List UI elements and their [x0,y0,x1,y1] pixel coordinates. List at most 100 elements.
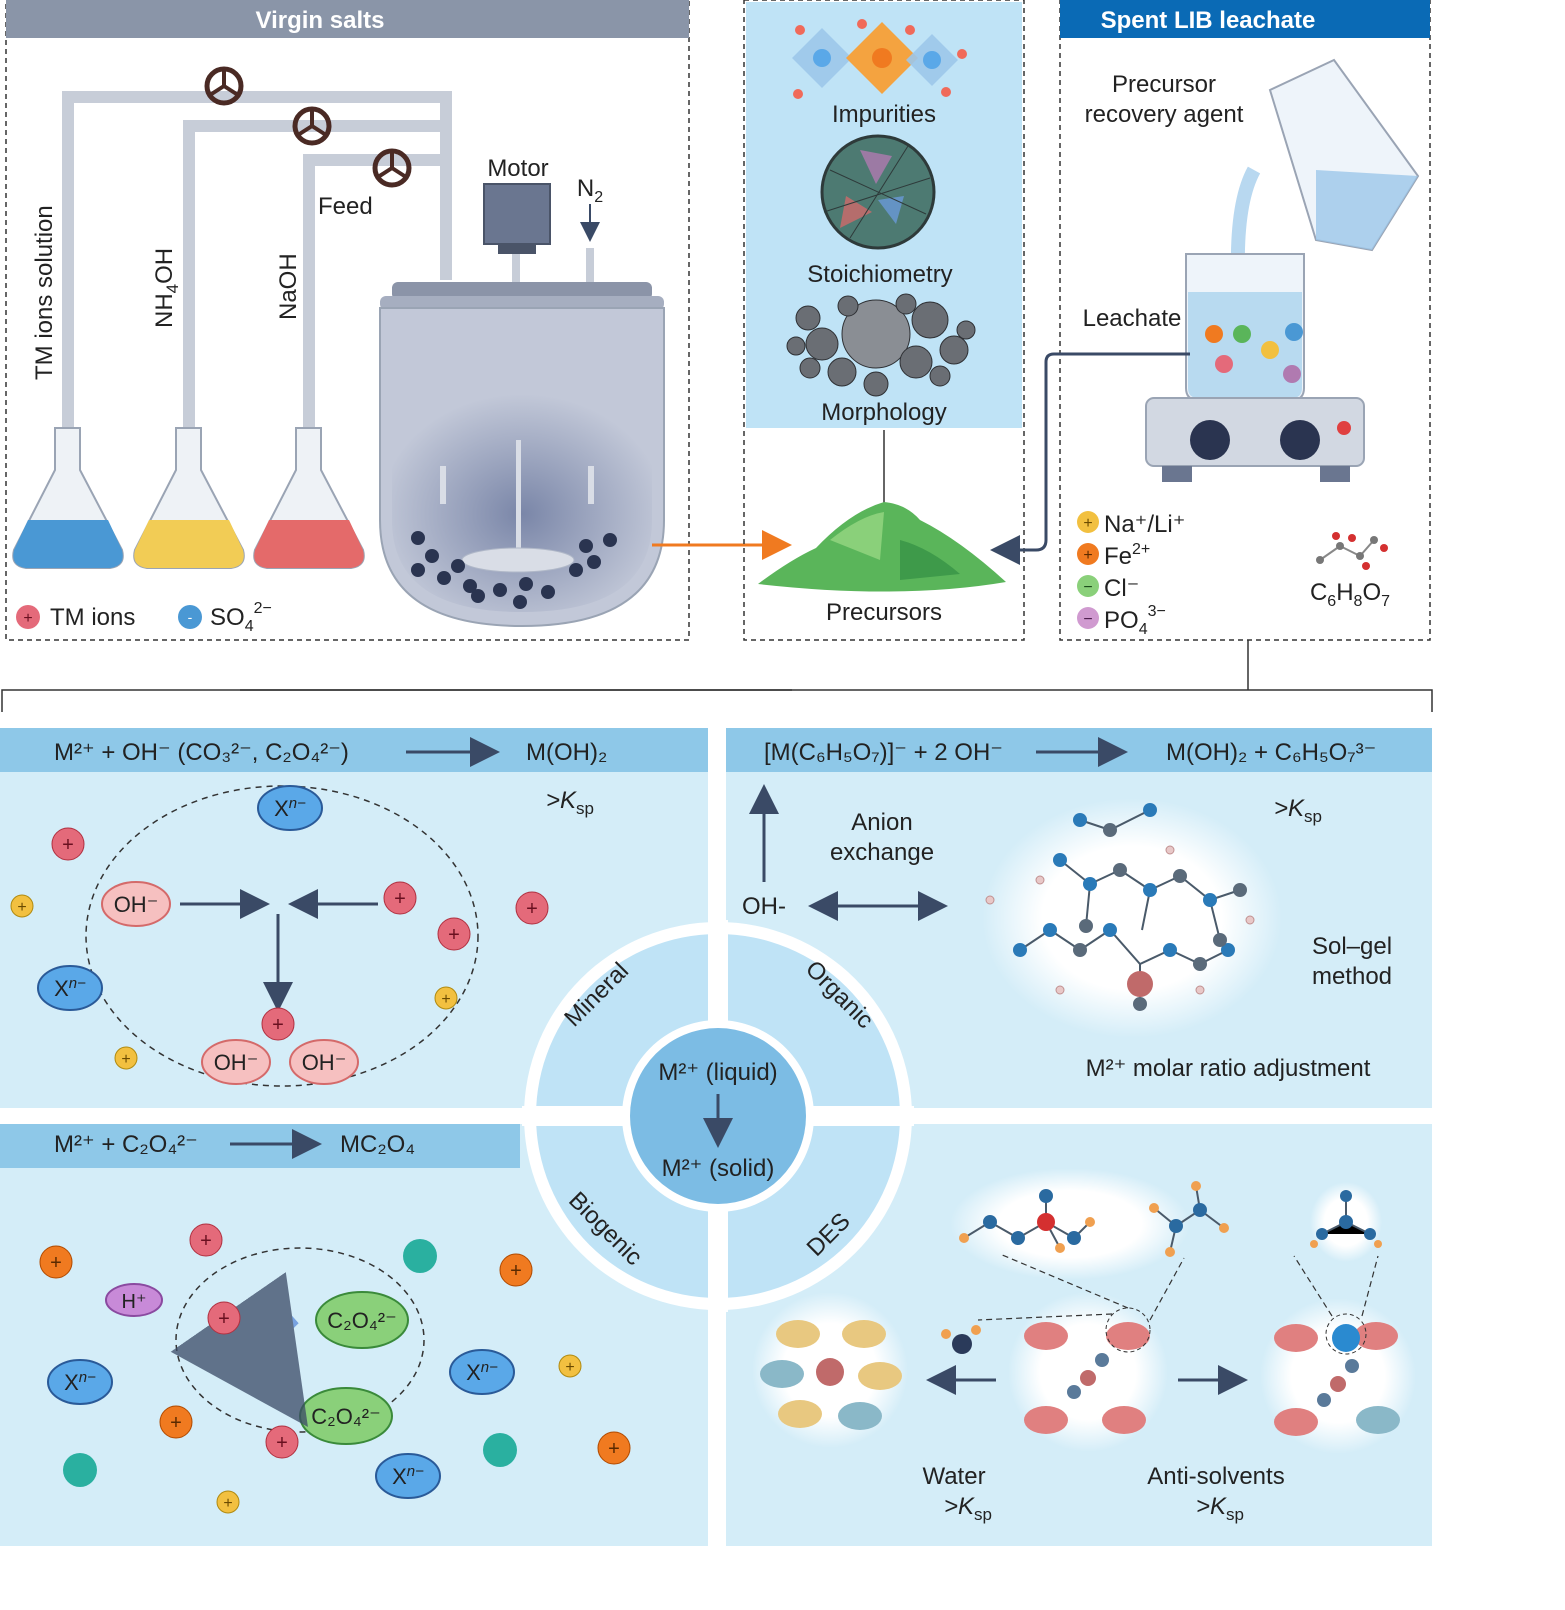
citric-formula: C6H8O7 [1310,579,1390,610]
antisolvents-ksp: >Ksp [1196,1493,1244,1524]
precursors-label: Precursors [826,599,942,626]
svg-text:−: − [1083,579,1092,596]
feed-pipes [62,91,452,428]
svg-text:+: + [23,610,32,627]
svg-text:Xn−: Xn− [274,795,306,821]
svg-text:Xn−: Xn− [64,1369,96,1395]
center-solid: M²⁺ (solid) [662,1155,775,1182]
valve-icon[interactable] [292,106,332,146]
xn-ion: Xn− [37,965,103,1011]
flask-yellow [133,427,245,569]
morphology-icon [786,293,976,397]
mineral-scheme: Xn− Xn− OH⁻ OH⁻ OH⁻ + + + + + + + + [10,785,549,1087]
svg-text:OH⁻: OH⁻ [302,1050,347,1075]
leachate-arrow [990,352,1190,565]
xn-ion: Xn− [375,1453,441,1499]
sol-gel-line1: Sol–gel [1312,933,1392,960]
n2-label: N2 [577,175,603,206]
xn-ion: Xn− [449,1349,515,1395]
agent-label-line1: Precursor [1112,71,1216,98]
svg-text:+: + [448,924,460,946]
xn-ion: Xn− [257,785,323,831]
water-ksp: >Ksp [944,1493,992,1524]
hotplate [1145,397,1365,482]
leachate-label: Leachate [1083,305,1182,332]
svg-text:Xn−: Xn− [466,1359,498,1385]
orange-cation: + + + + [39,1245,631,1465]
legend-cl: −Cl⁻ [1077,575,1139,602]
precursor-panel: Impurities Stoichiometry Morphology Prec… [743,0,1025,641]
svg-text:+: + [608,1438,620,1460]
svg-text:+: + [1083,547,1092,564]
small-cation: + + + [10,894,458,1070]
morphology-label: Morphology [821,399,946,426]
reactor-particles [411,531,617,609]
svg-text:+: + [170,1412,182,1434]
nh4oh-label: NH4OH [151,248,182,328]
legend-so4: - SO42− [178,600,272,635]
legend-fe: +Fe2+ [1077,541,1150,570]
cluster-water [752,1292,908,1448]
cation: + + + + + [51,827,549,1041]
svg-text:M(OH)₂ + C₆H₅O₇³⁻: M(OH)₂ + C₆H₅O₇³⁻ [1166,739,1376,766]
cluster-antisolvent [1260,1298,1416,1454]
organic-ksp: >Ksp [1274,795,1322,826]
oh-label: OH- [742,893,786,920]
bracket-connector [1,640,1433,712]
flask-red [253,427,365,569]
center-liquid: M²⁺ (liquid) [658,1059,777,1086]
svg-text:+: + [50,1252,62,1274]
virgin-salts-header [6,0,689,38]
svg-text:+: + [1083,515,1092,532]
precursor-powder [758,502,1006,592]
svg-text:+: + [276,1432,288,1454]
svg-text:Xn−: Xn− [392,1463,424,1489]
svg-text:TM ions: TM ions [50,604,135,631]
c2o4-ion: C₂O₄²⁻ [315,1291,409,1349]
organic-equation-bar: [M(C₆H₅O₇)]⁻ + 2 OH⁻ M(OH)₂ + C₆H₅O₇³⁻ [726,728,1432,772]
svg-text:+: + [510,1260,522,1282]
virgin-salts-panel: Virgin salts TM ions solution NH4OH NaOH… [5,0,690,641]
motor-label: Motor [487,155,548,182]
des-scheme [752,1168,1416,1454]
svg-text:Xn−: Xn− [54,975,86,1001]
svg-text:MC₂O₄: MC₂O₄ [340,1131,415,1158]
svg-text:OH⁻: OH⁻ [214,1050,259,1075]
svg-text:-: - [188,609,193,625]
svg-text:+: + [526,898,538,920]
svg-text:+: + [17,899,26,916]
cation: + + + [189,1223,299,1459]
virgin-salts-title: Virgin salts [256,7,385,34]
naoh-label: NaOH [275,253,302,320]
cluster-des [1008,1292,1168,1452]
h-ion: H⁺ [105,1283,163,1317]
svg-text:M(OH)₂: M(OH)₂ [526,739,607,766]
spent-lib-panel: Spent LIB leachate Precursor recovery ag… [990,0,1431,641]
citric-acid-molecule-icon [1316,532,1388,570]
svg-text:OH⁻: OH⁻ [114,892,159,917]
svg-text:+: + [121,1051,130,1068]
stoichiometry-label: Stoichiometry [807,261,952,288]
small-cation: + + [216,1354,582,1514]
water-label: Water [922,1463,985,1490]
svg-text:H⁺: H⁺ [122,1291,147,1313]
stoichiometry-icon [820,134,936,250]
svg-text:+: + [223,1495,232,1512]
svg-text:+: + [218,1308,230,1330]
anion-exchange-line2: exchange [830,839,934,866]
legend-tm-ions: + TM ions [16,604,135,631]
impurities-label: Impurities [832,101,936,128]
feed-label: Feed [318,193,373,220]
valve-icon[interactable] [204,66,244,106]
oh-ion: OH⁻ [201,1039,271,1085]
svg-text:+: + [272,1014,284,1036]
svg-text:C₂O₄²⁻: C₂O₄²⁻ [327,1308,396,1333]
xn-ion: Xn− [47,1359,113,1405]
mineral-equation-bar: M²⁺ + OH⁻ (CO₃²⁻, C₂O₄²⁻) M(OH)₂ [0,728,708,772]
valve-icon[interactable] [372,148,412,188]
svg-text:M²⁺ + C₂O₄²⁻: M²⁺ + C₂O₄²⁻ [54,1131,198,1158]
impurities-icon [792,19,967,99]
agent-label-line2: recovery agent [1085,101,1244,128]
svg-text:Na⁺/Li⁺: Na⁺/Li⁺ [1104,511,1185,538]
